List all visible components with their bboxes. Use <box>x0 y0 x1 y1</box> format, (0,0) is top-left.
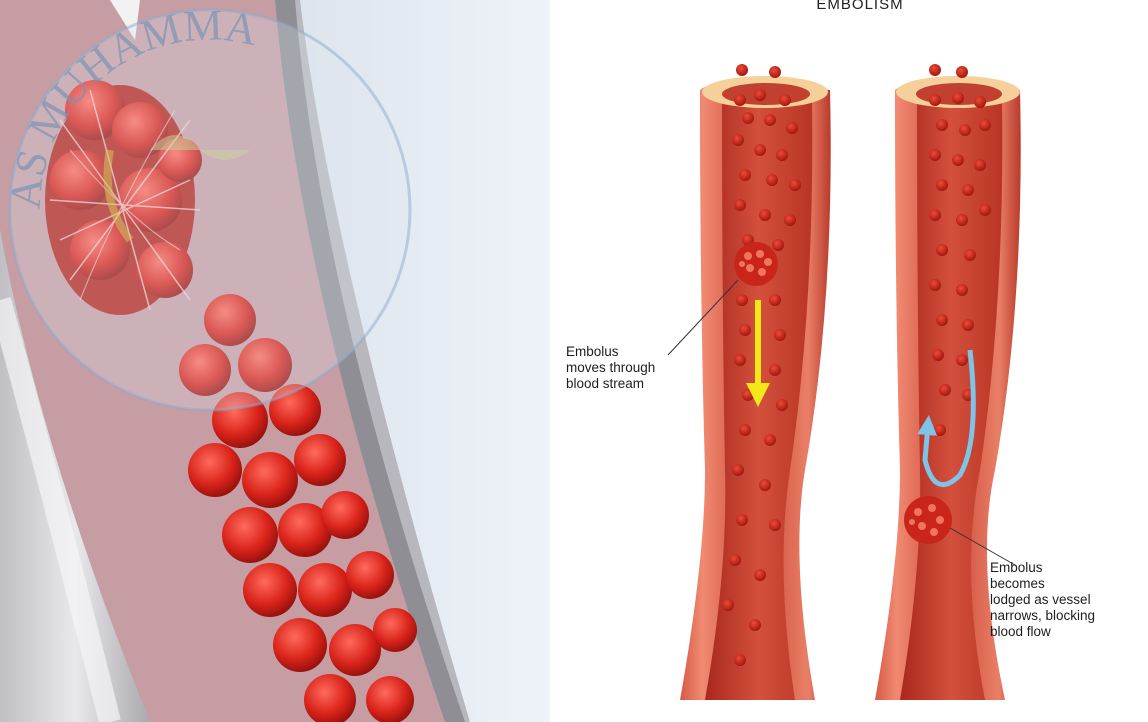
vessel-moving-embolus <box>680 64 831 700</box>
label-embolus-moving: Embolus moves through blood stream <box>566 344 655 392</box>
diagram-title: EMBOLISM <box>760 0 960 13</box>
label-embolus-lodged: Embolus becomes lodged as vessel narrows… <box>990 560 1095 640</box>
